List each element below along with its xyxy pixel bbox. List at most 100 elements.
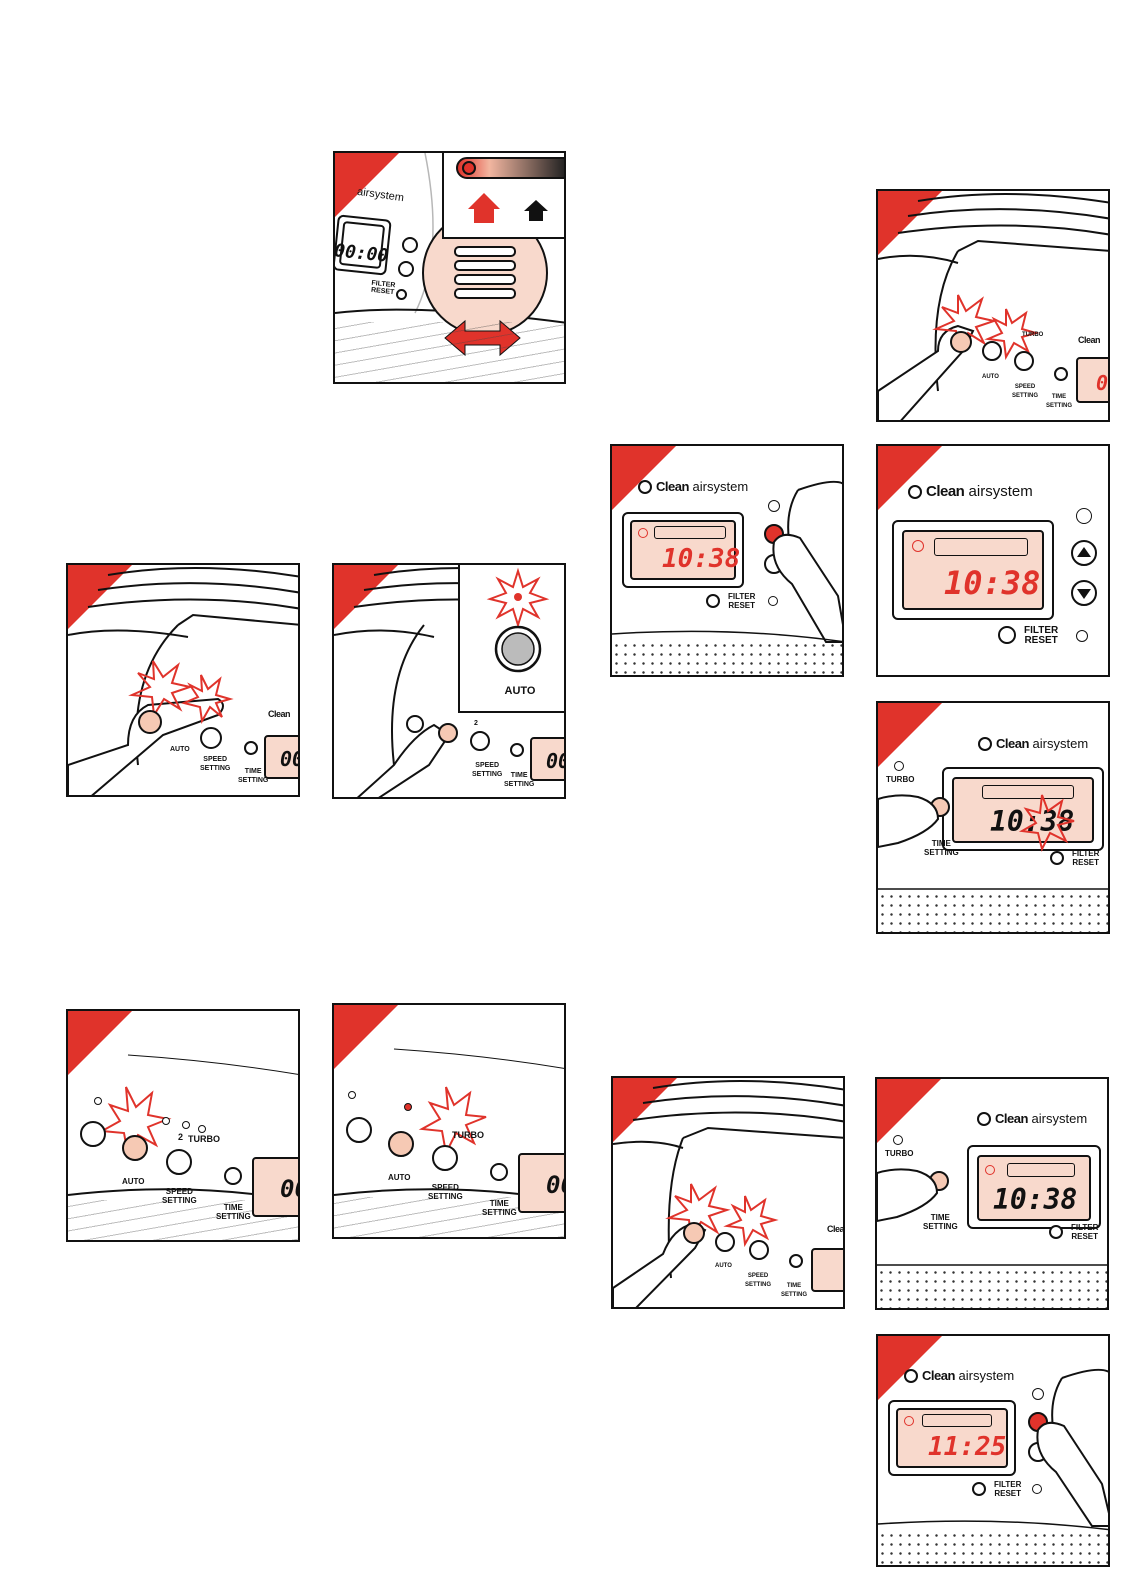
speaker-grille <box>878 1531 1108 1565</box>
speed-setting-label: SPEEDSETTING <box>1012 383 1038 401</box>
led-indicator <box>162 1117 170 1125</box>
auto-button[interactable] <box>982 341 1002 361</box>
lcd-time: 00 <box>280 1175 300 1203</box>
house-icon <box>524 200 548 221</box>
led-indicator <box>348 1091 356 1099</box>
arrow-up-button[interactable] <box>1072 542 1096 566</box>
power-button[interactable] <box>683 1222 705 1244</box>
finger-icon <box>878 795 938 847</box>
figure-power-flash-panel-2: AUTO SPEEDSETTING TIMESETTING Clean <box>611 1076 845 1309</box>
time-setting-button[interactable] <box>1054 367 1068 381</box>
figure-speed-flash-panel: TURBO AUTO SPEEDSETTING TIMESETTING 00 <box>332 1003 566 1239</box>
finger-icon <box>877 1169 937 1221</box>
brand-label: Clean <box>827 1224 845 1234</box>
speed-setting-label: SPEEDSETTING <box>162 1187 197 1205</box>
led-indicator <box>198 1125 206 1133</box>
figure-power-flash-panel: TURBO AUTO SPEEDSETTING TIMESETTING 00 C… <box>876 189 1110 422</box>
filter-reset-label: FILTERRESET <box>370 280 395 296</box>
speed-setting-label: SPEEDSETTING <box>745 1272 771 1290</box>
speed-button[interactable] <box>1014 351 1034 371</box>
power-button[interactable] <box>138 710 162 734</box>
figure-time-confirm-panel: Clean airsystem TURBO 10:38 TIMESETTING … <box>875 1077 1109 1310</box>
speed-2-label: 2 <box>474 719 478 728</box>
auto-button[interactable] <box>388 1131 414 1157</box>
auto-label: AUTO <box>982 373 999 382</box>
turbo-label: TURBO <box>452 1131 484 1140</box>
time-setting-label: TIMESETTING <box>482 1199 517 1217</box>
led-indicator <box>94 1097 102 1105</box>
brand-label: Clean <box>268 709 290 719</box>
power-button[interactable] <box>346 1117 372 1143</box>
filter-led <box>396 289 407 300</box>
power-button[interactable] <box>406 715 424 733</box>
lcd-display: 00:00 <box>339 221 385 269</box>
house-icons <box>444 151 566 241</box>
lcd-display: 00 <box>252 1157 300 1217</box>
power-button[interactable] <box>950 331 972 353</box>
speaker-grille <box>878 892 1108 932</box>
led-icon <box>514 593 522 601</box>
speed-button[interactable] <box>470 731 490 751</box>
speed-button[interactable] <box>166 1149 192 1175</box>
flash-icon <box>422 1087 486 1153</box>
time-setting-button[interactable] <box>510 743 524 757</box>
lcd-frame: 00:00 <box>333 214 392 275</box>
led-indicator <box>182 1121 190 1129</box>
lcd-time: 00 <box>280 747 300 771</box>
auto-label: AUTO <box>170 745 190 754</box>
led-indicator <box>404 1103 412 1111</box>
time-setting-label: TIMESETTING <box>781 1282 807 1300</box>
speed-button[interactable] <box>200 727 222 749</box>
time-setting-button[interactable] <box>244 741 258 755</box>
speaker-grille <box>612 641 842 675</box>
speed-2-label: 2 <box>178 1133 183 1142</box>
lcd-time: 00 <box>546 749 566 773</box>
house-icon <box>468 193 500 223</box>
figure-time-setting-panel: Clean airsystem TURBO 10:38 TIMESETTING … <box>876 701 1110 934</box>
arrow-down-button[interactable] <box>1072 582 1096 606</box>
auto-label: AUTO <box>460 687 566 696</box>
lcd-display <box>811 1248 845 1292</box>
speaker-grille <box>877 1268 1107 1308</box>
lcd-time: 00:00 <box>333 240 389 267</box>
speed-setting-label: SPEEDSETTING <box>472 761 502 779</box>
lcd-display: 00 <box>1076 357 1110 403</box>
finger-icon <box>354 725 449 799</box>
brand-label: Clean <box>1078 335 1100 345</box>
time-setting-label: TIMESETTING <box>1046 393 1072 411</box>
figure-power-panel: AUTO SPEEDSETTING TIMESETTING 00 Clean <box>66 563 300 797</box>
arrow-down-button[interactable] <box>398 261 414 277</box>
auto-button[interactable] <box>122 1135 148 1161</box>
speed-setting-label: SPEEDSETTING <box>200 755 230 773</box>
arrow-up-button[interactable] <box>402 237 418 253</box>
lcd-time: 00 <box>1096 371 1110 395</box>
figure-auto-flash-panel: 2 TURBO AUTO SPEEDSETTING TIMESETTING 00 <box>66 1009 300 1242</box>
time-setting-button[interactable] <box>224 1167 242 1185</box>
lcd-display: 00 <box>530 737 566 781</box>
auto-label: AUTO <box>715 1262 732 1271</box>
lcd-display: 00 <box>264 735 300 779</box>
speed-button[interactable] <box>432 1145 458 1171</box>
lcd-time: 00 <box>546 1171 566 1199</box>
finger-icon <box>773 535 844 642</box>
speed-button[interactable] <box>749 1240 769 1260</box>
flash-icon <box>1022 795 1074 849</box>
time-setting-button[interactable] <box>490 1163 508 1181</box>
figure-auto-panel: SPEEDSETTING TIMESETTING 2 00 AUTO <box>332 563 566 799</box>
finger-icon <box>1037 1423 1110 1526</box>
filter-led <box>1076 630 1088 642</box>
turbo-label: TURBO <box>188 1135 220 1144</box>
lcd-display: 00 <box>518 1153 566 1213</box>
auto-label: AUTO <box>122 1177 145 1186</box>
auto-button[interactable] <box>715 1232 735 1252</box>
time-setting-button[interactable] <box>789 1254 803 1268</box>
power-button[interactable] <box>80 1121 106 1147</box>
slider-inset <box>442 151 566 239</box>
filter-reset-button[interactable] <box>998 626 1016 644</box>
auto-button[interactable] <box>438 723 458 743</box>
